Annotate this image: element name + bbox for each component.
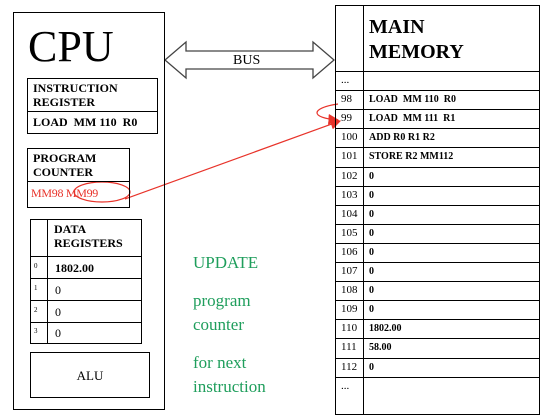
annotation-line: counter xyxy=(193,315,244,334)
memory-row-divider xyxy=(335,128,540,130)
main-memory-title-text: MAIN MEMORY xyxy=(369,16,464,63)
alu-box xyxy=(30,352,150,398)
memory-row-divider xyxy=(335,300,540,302)
data-register-divider xyxy=(30,300,142,301)
memory-row-divider xyxy=(335,223,540,225)
instruction-register-divider xyxy=(27,111,158,112)
memory-address: 101 xyxy=(341,150,358,163)
data-registers-box xyxy=(30,219,142,344)
memory-address: ... xyxy=(341,74,350,86)
memory-address: 102 xyxy=(341,169,358,182)
memory-content: 0 xyxy=(369,170,374,182)
main-memory-header-divider xyxy=(335,71,540,72)
memory-row-divider xyxy=(335,147,540,149)
memory-row-divider xyxy=(335,262,540,263)
memory-row-divider xyxy=(335,166,540,168)
memory-address: 104 xyxy=(341,207,358,220)
memory-content: LOAD MM 111 R1 xyxy=(369,113,456,125)
memory-row-divider xyxy=(335,204,540,206)
memory-row-divider xyxy=(335,109,540,111)
memory-content: 0 xyxy=(369,189,374,201)
instruction-register-value: LOAD MM 110 R0 xyxy=(33,115,138,129)
program-counter-divider xyxy=(27,181,130,182)
memory-content: STORE R2 MM112 xyxy=(369,151,454,163)
memory-content: ADD R0 R1 R2 xyxy=(369,132,435,144)
main-memory-address-column xyxy=(363,5,364,415)
memory-row-divider xyxy=(335,376,540,378)
memory-row-divider xyxy=(335,90,540,92)
memory-address: 110 xyxy=(341,322,358,335)
data-registers-label: DATA REGISTERS xyxy=(54,222,123,250)
data-registers-index-column xyxy=(47,219,48,344)
program-counter-value: MM98 MM99 xyxy=(31,186,98,200)
annotation-line: for next xyxy=(193,353,247,372)
memory-content: 0 xyxy=(369,266,374,277)
memory-address: 103 xyxy=(341,188,358,201)
data-register-divider xyxy=(30,278,142,279)
main-memory-title: MAIN MEMORY xyxy=(369,15,499,65)
bus-arrow xyxy=(164,40,335,80)
memory-row-divider xyxy=(335,357,540,359)
memory-address: 100 xyxy=(341,131,358,144)
data-register-value: 0 xyxy=(55,326,61,340)
memory-address: 105 xyxy=(341,226,358,239)
memory-row-divider xyxy=(335,338,540,340)
memory-row-divider xyxy=(335,242,540,244)
annotation-line: UPDATE xyxy=(193,253,259,272)
memory-address: 108 xyxy=(341,284,358,297)
memory-content: 58.00 xyxy=(369,342,392,354)
bus-label: BUS xyxy=(233,53,261,68)
memory-address: 99 xyxy=(341,112,352,125)
program-counter-box xyxy=(27,148,130,208)
data-register-value: 0 xyxy=(55,283,61,297)
data-register-divider xyxy=(30,322,142,323)
memory-address: 106 xyxy=(341,245,358,258)
memory-row-divider xyxy=(335,281,540,283)
alu-label: ALU xyxy=(76,368,104,383)
data-register-divider xyxy=(30,256,142,257)
annotation-line: program xyxy=(193,291,251,310)
memory-content: LOAD MM 110 R0 xyxy=(369,94,456,106)
memory-content: 0 xyxy=(369,227,374,239)
data-register-value: 0 xyxy=(55,305,61,319)
data-register-value: 1802.00 xyxy=(55,261,94,275)
memory-address: 112 xyxy=(341,360,358,373)
memory-row-divider xyxy=(335,319,540,321)
memory-content: 0 xyxy=(369,304,374,316)
data-register-index: 2 xyxy=(34,306,38,314)
program-counter-label: PROGRAM COUNTER xyxy=(33,151,97,179)
memory-address: ... xyxy=(341,379,350,392)
instruction-register-label: INSTRUCTION REGISTER xyxy=(33,81,118,109)
memory-content: 0 xyxy=(369,361,374,373)
main-memory-box xyxy=(335,5,540,415)
data-register-index: 1 xyxy=(34,284,38,292)
cpu-title: CPU xyxy=(28,22,114,71)
memory-content: 1802.00 xyxy=(369,323,402,335)
memory-address: 109 xyxy=(341,303,358,316)
pc-pointer-line xyxy=(124,119,342,200)
memory-content: 0 xyxy=(369,246,374,258)
memory-address: 111 xyxy=(341,341,357,354)
pc-highlight-oval xyxy=(73,181,131,203)
memory-content: 0 xyxy=(369,285,374,297)
memory-content: 0 xyxy=(369,208,374,220)
cpu-box xyxy=(13,12,165,410)
memory-address: 107 xyxy=(341,265,358,277)
annotation-line: instruction xyxy=(193,377,266,396)
data-register-index: 3 xyxy=(34,327,38,335)
data-register-index: 0 xyxy=(34,262,38,270)
memory-row-divider xyxy=(335,185,540,187)
instruction-register-box xyxy=(27,78,158,134)
increment-curve-arrow xyxy=(316,103,340,125)
memory-address: 98 xyxy=(341,93,352,106)
